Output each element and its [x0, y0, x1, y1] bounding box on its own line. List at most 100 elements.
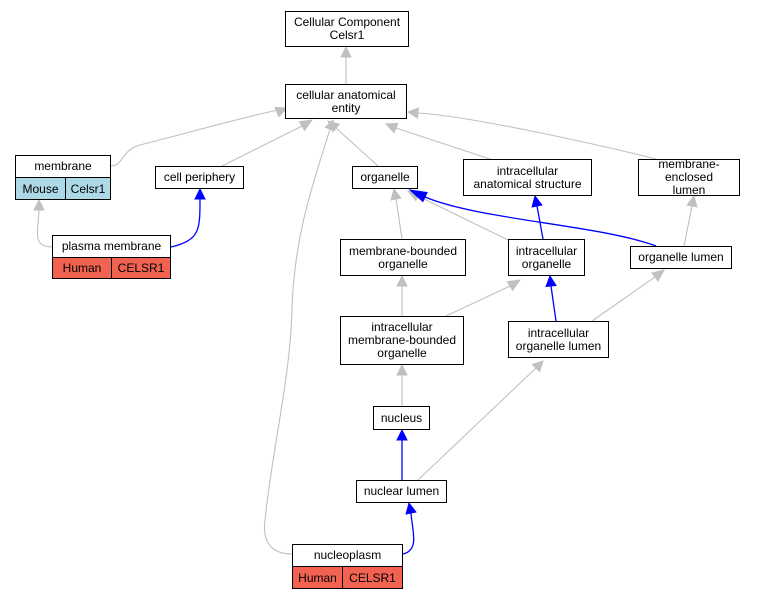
edge-ol-to-organelle-arrowhead: [408, 189, 428, 203]
node-nucleoplasm[interactable]: nucleoplasm: [292, 544, 403, 567]
tag-membrane-species[interactable]: Mouse: [15, 177, 66, 200]
edge-mbo-to-organelle: [390, 187, 403, 240]
edge-nucleoplasm-to-cae-line: [263, 128, 331, 555]
node-label-line: nucleoplasm: [313, 548, 382, 562]
edge-plasma-membrane-to-membrane: [33, 198, 53, 248]
node-label-line: organelle: [378, 256, 428, 271]
node-label: organelle: [360, 171, 409, 184]
edge-nuclear-lumen-to-nucleus-arrowhead: [396, 428, 408, 441]
node-label-line: membrane-bounded: [347, 333, 457, 347]
tag-nucleoplasm-species[interactable]: Human: [292, 566, 343, 589]
edge-imbo-to-mbo: [396, 274, 408, 316]
edge-cae-to-root: [340, 45, 352, 84]
edge-imbo-to-io: [445, 279, 522, 317]
node-nuclear-lumen[interactable]: nuclear lumen: [356, 480, 447, 503]
node-label-line: organelle lumen: [515, 338, 602, 353]
edge-ias-to-cae: [384, 122, 491, 160]
edge-nucleoplasm-to-nuclear-lumen: [402, 501, 417, 555]
node-label-line: organelle lumen: [638, 250, 724, 264]
edge-iol-to-io-arrowhead: [545, 274, 557, 288]
edge-plasma-membrane-to-membrane-arrowhead: [33, 198, 45, 211]
node-label: nucleoplasm: [314, 549, 381, 562]
edge-mbo-to-organelle-arrowhead: [390, 187, 402, 201]
node-label-line: intracellular: [515, 243, 578, 258]
edge-iol-to-io: [545, 274, 557, 322]
node-label-line: intracellular: [496, 163, 559, 178]
node-label-line: organelle: [377, 346, 427, 360]
node-label: cell periphery: [164, 171, 235, 184]
edge-iol-to-io-line: [550, 285, 557, 322]
node-organelle[interactable]: organelle: [352, 166, 418, 189]
edge-cell-periphery-to-cae-line: [221, 125, 303, 167]
edge-imbo-to-mbo-arrowhead: [396, 274, 408, 287]
node-nucleus[interactable]: nucleus: [373, 406, 430, 430]
node-cell-periphery[interactable]: cell periphery: [155, 166, 244, 189]
node-label: nuclear lumen: [364, 485, 439, 498]
node-label-line: cell periphery: [163, 170, 236, 184]
edge-iol-to-ol-line: [591, 276, 656, 322]
node-label: organelle lumen: [638, 251, 723, 264]
edge-plasma-membrane-to-cell-periphery-arrowhead: [194, 187, 206, 200]
node-label-line: nuclear lumen: [363, 484, 440, 498]
edge-nucleoplasm-to-cae-arrowhead: [324, 118, 336, 132]
edge-nucleoplasm-to-cae: [263, 118, 336, 555]
edge-imbo-to-io-line: [445, 285, 511, 317]
node-label-line: Celsr1: [329, 28, 365, 42]
node-organelle-lumen[interactable]: organelle lumen: [630, 246, 732, 269]
node-label-line: plasma membrane: [61, 239, 162, 253]
node-membrane[interactable]: membrane: [15, 155, 111, 178]
node-label-line: anatomical structure: [473, 176, 582, 191]
node-label: plasma membrane: [62, 240, 161, 253]
edge-ol-to-mel-arrowhead: [686, 194, 698, 208]
tag-membrane-gene[interactable]: Celsr1: [65, 177, 111, 200]
edge-membrane-to-cae-line: [109, 109, 279, 167]
tag-plasma-membrane-species[interactable]: Human: [52, 257, 112, 279]
node-label-line: intracellular: [527, 325, 590, 340]
edge-mel-to-cae-arrowhead: [406, 107, 420, 119]
tag-plasma-membrane-gene[interactable]: CELSR1: [111, 257, 171, 279]
node-label-line: lumen: [672, 183, 706, 197]
edge-nucleus-to-imbo: [396, 363, 408, 406]
edge-iol-to-ol: [591, 269, 665, 322]
node-label: nucleus: [381, 411, 422, 425]
edge-nucleus-to-imbo-arrowhead: [396, 363, 408, 376]
edge-plasma-membrane-to-cell-periphery-line: [170, 198, 201, 248]
node-label-line: organelle: [360, 170, 410, 184]
node-plasma-membrane[interactable]: plasma membrane: [52, 235, 171, 258]
edge-ias-to-cae-line: [395, 127, 491, 160]
node-label: membrane: [34, 160, 91, 173]
edge-ol-to-mel: [683, 194, 698, 247]
node-label-line: Cellular Component: [293, 15, 401, 29]
edge-mel-to-cae-line: [417, 112, 657, 160]
node-label-line: entity: [331, 100, 361, 115]
edge-plasma-membrane-to-cell-periphery: [170, 187, 206, 248]
node-label-line: membrane-enclosed: [658, 157, 720, 184]
edge-nucleoplasm-to-nuclear-lumen-line: [402, 512, 415, 555]
edge-cae-to-root-arrowhead: [340, 45, 352, 58]
edge-membrane-to-cae-arrowhead: [274, 106, 289, 118]
tag-nucleoplasm-gene[interactable]: CELSR1: [342, 566, 403, 589]
edge-ias-to-cae-arrowhead: [384, 122, 399, 134]
node-label-line: membrane: [34, 159, 92, 173]
edge-nucleoplasm-to-nuclear-lumen-arrowhead: [405, 501, 417, 515]
node-label-line: membrane-bounded: [348, 243, 458, 258]
edge-nuclear-lumen-to-iol-line: [417, 367, 537, 481]
edge-organelle-to-cae-line: [335, 127, 379, 167]
node-label-line: organelle: [521, 256, 572, 271]
